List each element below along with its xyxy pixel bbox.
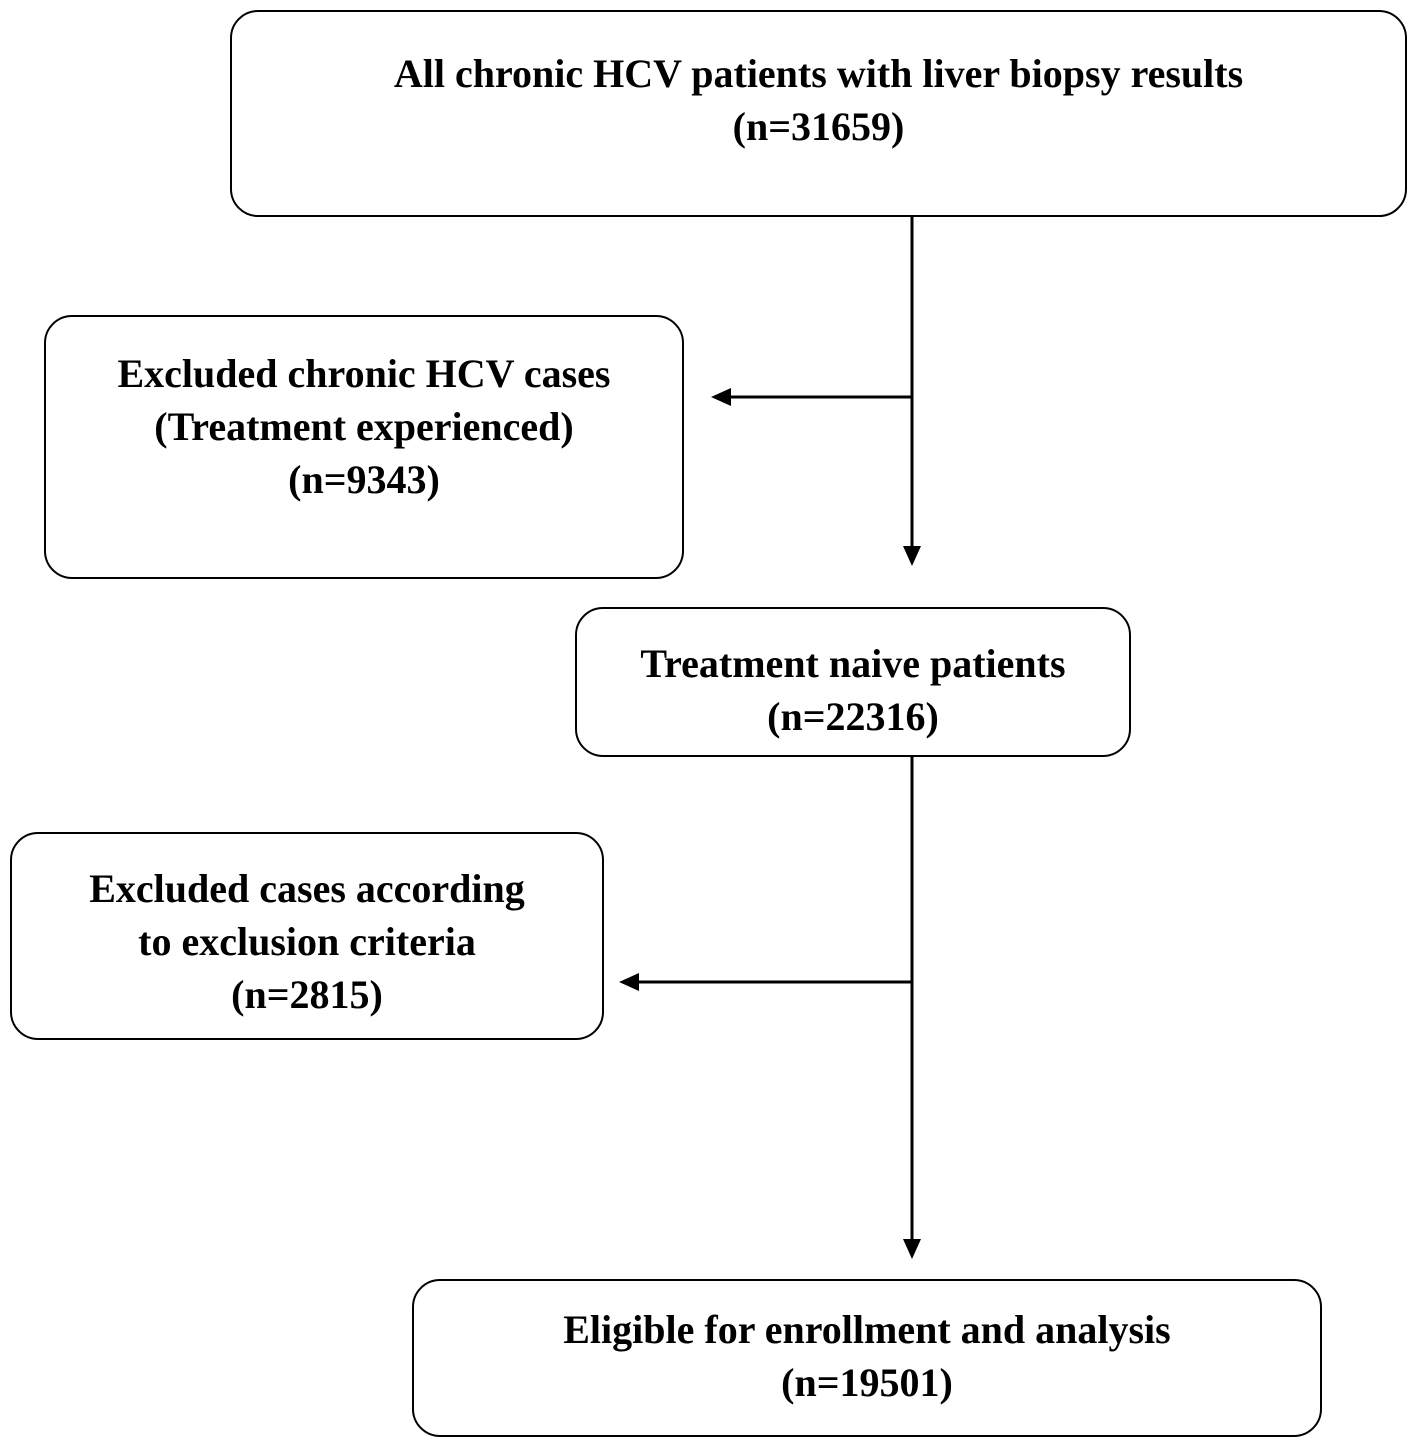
box-excluded-experienced-count: (n=9343): [288, 457, 440, 502]
box-excluded-experienced-title: Excluded chronic HCV cases: [117, 351, 611, 396]
box-excluded-treatment-experienced: Excluded chronic HCV cases (Treatment ex…: [44, 315, 684, 579]
arrowhead-to-excluded-experienced: [711, 388, 731, 406]
box-treatment-naive-title: Treatment naive patients: [640, 641, 1066, 686]
arrowhead-to-excluded-criteria: [619, 973, 639, 991]
box-treatment-naive: Treatment naive patients (n=22316): [575, 607, 1131, 757]
box-all-patients: All chronic HCV patients with liver biop…: [230, 10, 1407, 217]
box-eligible-enrollment: Eligible for enrollment and analysis (n=…: [412, 1279, 1322, 1437]
box-all-patients-title: All chronic HCV patients with liver biop…: [393, 51, 1244, 96]
arrowhead-to-eligible: [903, 1239, 921, 1259]
box-excluded-criteria-subtitle: to exclusion criteria: [138, 919, 476, 964]
box-eligible-title: Eligible for enrollment and analysis: [563, 1307, 1171, 1352]
arrowhead-to-naive: [903, 546, 921, 566]
box-all-patients-count: (n=31659): [732, 104, 905, 149]
box-excluded-criteria: Excluded cases according to exclusion cr…: [10, 832, 604, 1040]
box-excluded-criteria-count: (n=2815): [231, 972, 383, 1017]
box-eligible-count: (n=19501): [781, 1360, 953, 1405]
box-excluded-criteria-title: Excluded cases according: [89, 866, 525, 911]
box-treatment-naive-count: (n=22316): [767, 694, 939, 739]
box-excluded-experienced-subtitle: (Treatment experienced): [154, 404, 574, 449]
